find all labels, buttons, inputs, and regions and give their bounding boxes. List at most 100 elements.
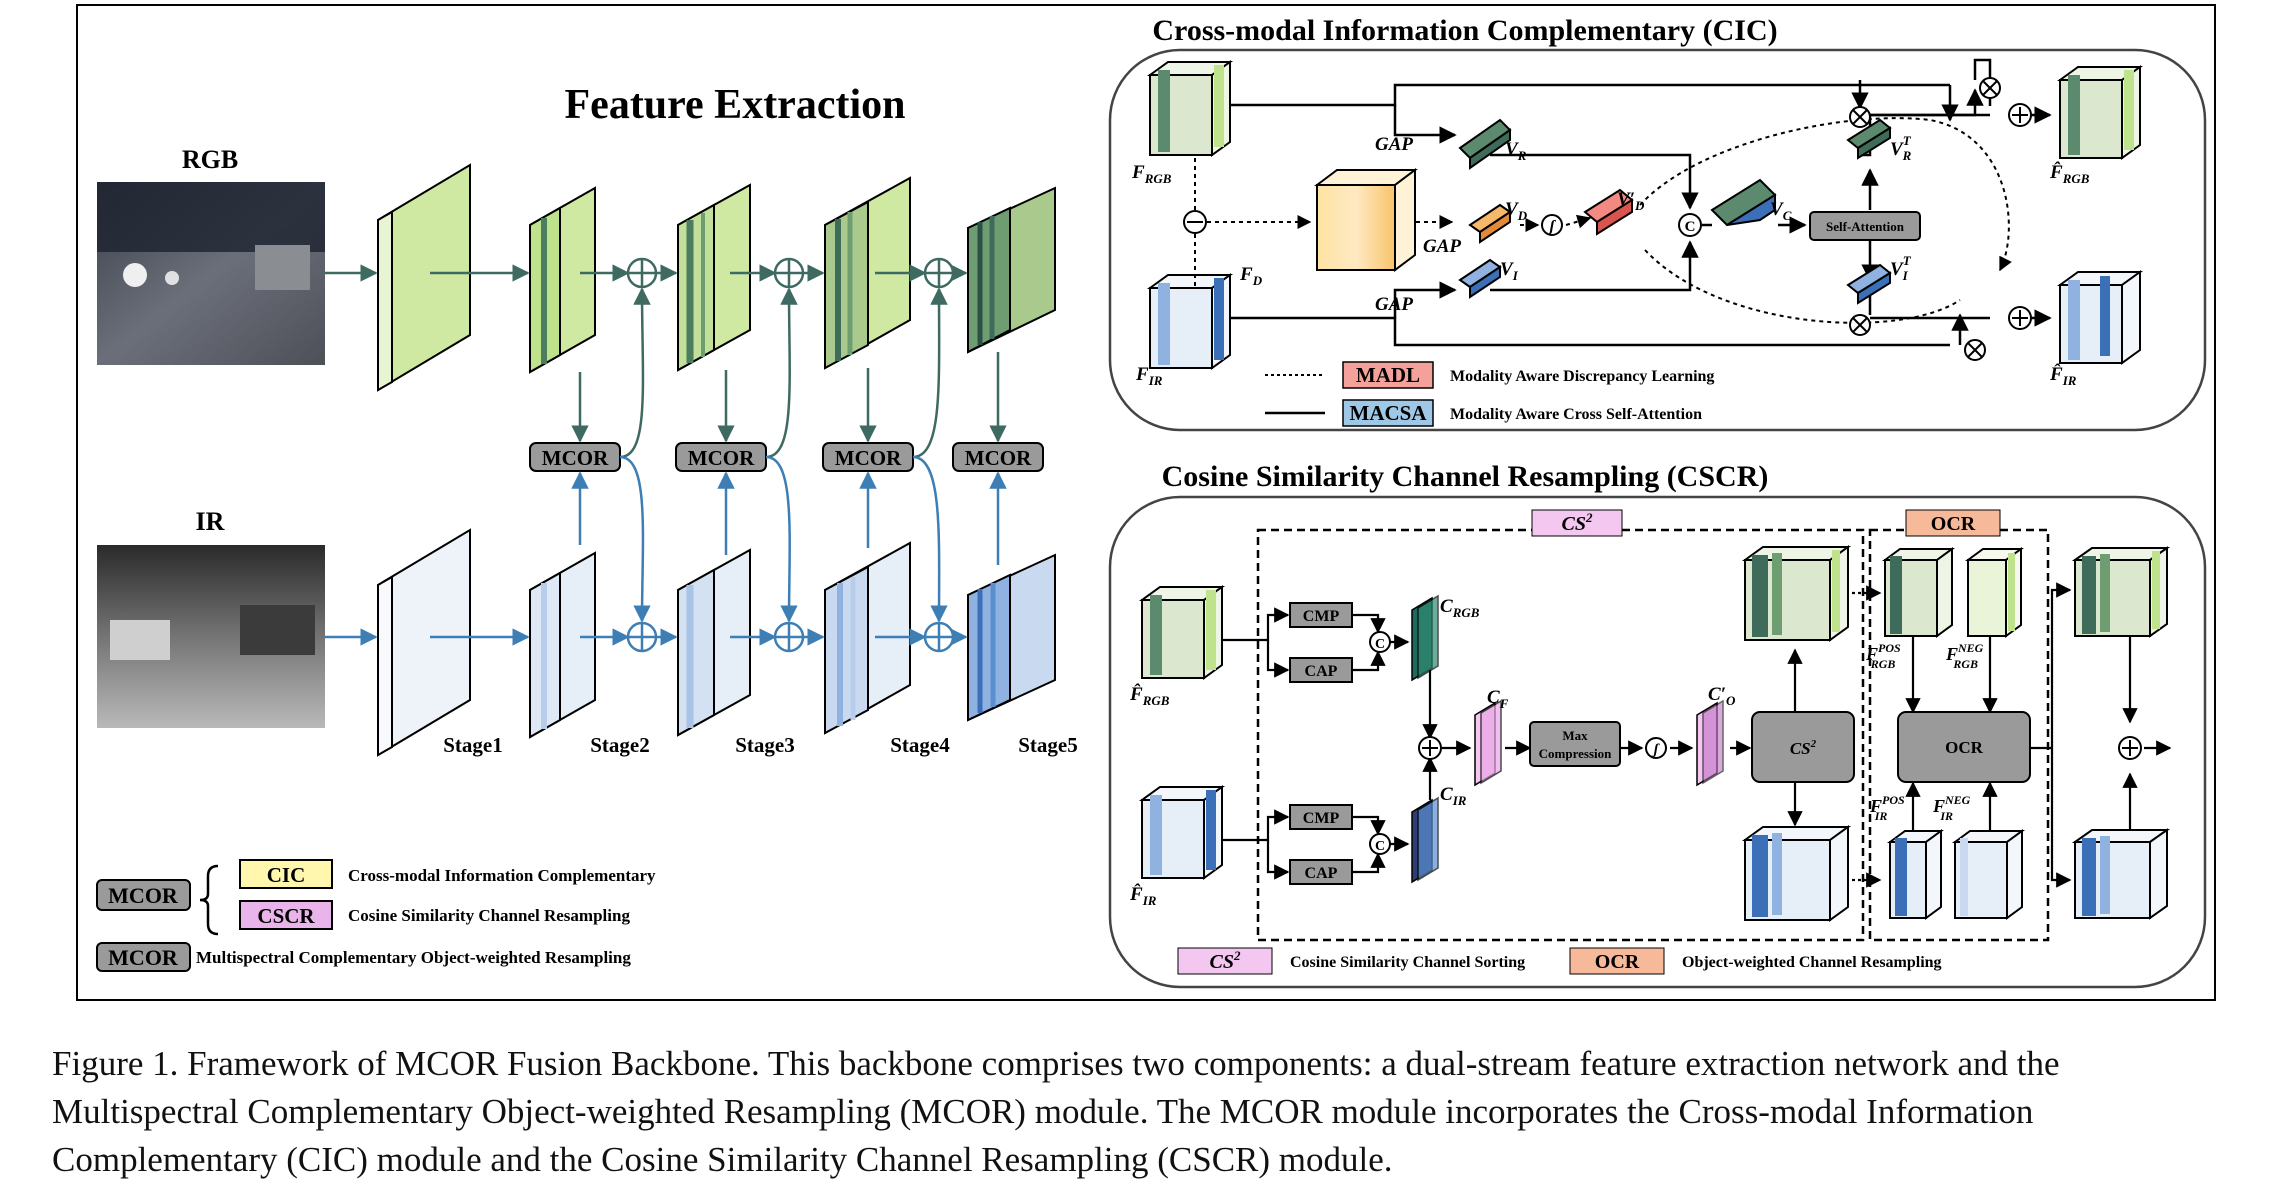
cscr-ocr-box-label: OCR bbox=[1945, 738, 1984, 757]
cscr-legend-ocr-box bbox=[1569, 947, 1665, 975]
svg-text:C: C bbox=[1685, 219, 1696, 235]
cic-out-ir-cube bbox=[2056, 270, 2144, 365]
feature-extraction-title: Feature Extraction bbox=[565, 82, 906, 128]
mcor-block-4-label: MCOR bbox=[965, 446, 1032, 470]
stage-label-4: Stage4 bbox=[890, 733, 950, 757]
legend-mcor-label: MCOR bbox=[108, 883, 179, 908]
ir-stage2-slab bbox=[529, 551, 596, 739]
cscr-cmp-rgb-label: CMP bbox=[1303, 608, 1340, 625]
cic-macsa-box bbox=[1342, 399, 1434, 427]
cic-dotted-paths bbox=[1194, 117, 2012, 324]
cic-v-i-label: VI bbox=[1500, 259, 1519, 283]
rgb-stage1-slab bbox=[377, 163, 471, 392]
cic-madl-desc: Modality Aware Discrepancy Learning bbox=[1450, 368, 1714, 385]
stage-label-1: Stage1 bbox=[443, 733, 503, 757]
cic-v-r-label: VR bbox=[1505, 139, 1527, 163]
cscr-out-ir-cube bbox=[2071, 828, 2171, 920]
cscr-max-compression-box bbox=[1529, 721, 1621, 767]
framework-figure: Feature Extraction RGB IR bbox=[76, 4, 2216, 1001]
cscr-neg-ir-cube bbox=[1951, 829, 2026, 920]
cscr-in-rgb-cube bbox=[1138, 585, 1226, 680]
cscr-pos-ir-cube bbox=[1886, 829, 1945, 920]
cscr-pool-boxes: CMP CAP CMP CAP bbox=[1289, 602, 1353, 885]
cic-f-ir-label: FIR bbox=[1135, 364, 1163, 388]
cic-f-rgb-cube bbox=[1146, 60, 1234, 157]
cscr-channel-slabs bbox=[1411, 594, 1724, 884]
cscr-ocr-region bbox=[1868, 528, 2050, 942]
cscr-sorted-ir-cube bbox=[1741, 825, 1852, 922]
cscr-c-ir-label: CIR bbox=[1440, 784, 1467, 808]
mcor-block-2-label: MCOR bbox=[688, 446, 755, 470]
cic-self-attention-box bbox=[1809, 211, 1921, 241]
svg-text:ʃ: ʃ bbox=[1546, 218, 1556, 235]
cic-madl-box bbox=[1342, 361, 1434, 389]
left-legend: MCOR CIC Cross-modal Information Complem… bbox=[96, 859, 656, 972]
cic-self-attention-label: Self-Attention bbox=[1826, 219, 1905, 234]
cic-out-rgb-label: F̂RGB bbox=[2049, 162, 2090, 186]
cscr-ocr-tag bbox=[1905, 509, 2001, 537]
cic-gap-label-2: GAP bbox=[1423, 236, 1461, 257]
legend-mcor-desc: Multispectral Complementary Object-weigh… bbox=[196, 948, 631, 967]
ir-stage4-slab bbox=[824, 541, 911, 735]
cic-madl-label: MADL bbox=[1356, 363, 1420, 387]
cic-out-rgb-cube bbox=[2056, 65, 2144, 160]
cscr-arrows bbox=[1222, 582, 2172, 888]
stage-label-2: Stage2 bbox=[590, 733, 650, 757]
cscr-cap-rgb-label: CAP bbox=[1305, 663, 1338, 680]
cic-v-dp-label: V′D bbox=[1617, 189, 1645, 213]
cic-panel: Cross-modal Information Complementary (C… bbox=[1108, 14, 2207, 432]
rgb-image bbox=[97, 182, 325, 365]
legend-cic-desc: Cross-modal Information Complementary bbox=[348, 866, 656, 885]
mcor-connections bbox=[571, 287, 1007, 623]
cscr-in-ir-cube bbox=[1138, 785, 1226, 880]
cscr-operators: C C ʃ bbox=[1369, 631, 2142, 855]
cic-f-d-label: FD bbox=[1239, 264, 1263, 288]
stage-label-3: Stage3 bbox=[735, 733, 795, 757]
cscr-ocr-tag-label: OCR bbox=[1931, 513, 1976, 535]
rgb-stage3-slab bbox=[677, 183, 751, 372]
cscr-cmp-ir-label: CMP bbox=[1303, 810, 1340, 827]
svg-text:C: C bbox=[1375, 637, 1385, 652]
cscr-c-o-label: C′O bbox=[1708, 684, 1736, 708]
cscr-legend-ocr-label: OCR bbox=[1595, 951, 1640, 973]
stage-labels: Stage1 Stage2 Stage3 Stage4 Stage5 bbox=[443, 733, 1078, 757]
cscr-cs2-tag-label: CS2 bbox=[1562, 510, 1593, 535]
svg-text:C: C bbox=[1375, 839, 1385, 854]
cic-macsa-desc: Modality Aware Cross Self-Attention bbox=[1450, 406, 1702, 423]
cscr-cs2-box-label: CS2 bbox=[1790, 738, 1817, 758]
legend-cscr-label: CSCR bbox=[257, 904, 315, 928]
cscr-max-compression-label-2: Compression bbox=[1539, 746, 1612, 761]
cscr-cs2-tag bbox=[1531, 509, 1623, 537]
cscr-panel: Cosine Similarity Channel Resampling (CS… bbox=[1108, 460, 2207, 989]
cscr-channel-labels: CRGB CIR CF C′O bbox=[1440, 596, 1736, 808]
cic-v-c-label: VC bbox=[1770, 199, 1792, 223]
mcor-block-4 bbox=[952, 442, 1044, 472]
figure-caption: Figure 1. Framework of MCOR Fusion Backb… bbox=[52, 1044, 2060, 1179]
cscr-title: Cosine Similarity Channel Resampling (CS… bbox=[1162, 460, 1769, 493]
cscr-out-rgb-cube bbox=[2071, 546, 2171, 638]
ir-image bbox=[97, 545, 325, 728]
cscr-legend-cs2-label: CS2 bbox=[1210, 948, 1241, 973]
rgb-label: RGB bbox=[182, 145, 238, 174]
cscr-ocr-box bbox=[1897, 711, 2031, 783]
cscr-legend-ocr-desc: Object-weighted Channel Resampling bbox=[1682, 954, 1942, 971]
ir-stage5-slab bbox=[967, 553, 1056, 722]
cscr-legend-cs-desc: Cosine Similarity Channel Sorting bbox=[1290, 954, 1525, 971]
cic-title: Cross-modal Information Complementary (C… bbox=[1152, 14, 1777, 47]
cscr-cap-ir-label: CAP bbox=[1305, 865, 1338, 882]
cscr-c-f-label: CF bbox=[1487, 687, 1509, 711]
cic-vectors bbox=[1458, 118, 1892, 305]
svg-text:ʃ: ʃ bbox=[1652, 742, 1661, 758]
stage-label-5: Stage5 bbox=[1018, 733, 1078, 757]
cic-f-rgb-label: FRGB bbox=[1131, 162, 1172, 186]
rgb-add-nodes bbox=[626, 257, 955, 289]
ir-stage3-slab bbox=[677, 548, 751, 737]
cscr-pos-rgb-cube bbox=[1881, 547, 1956, 638]
